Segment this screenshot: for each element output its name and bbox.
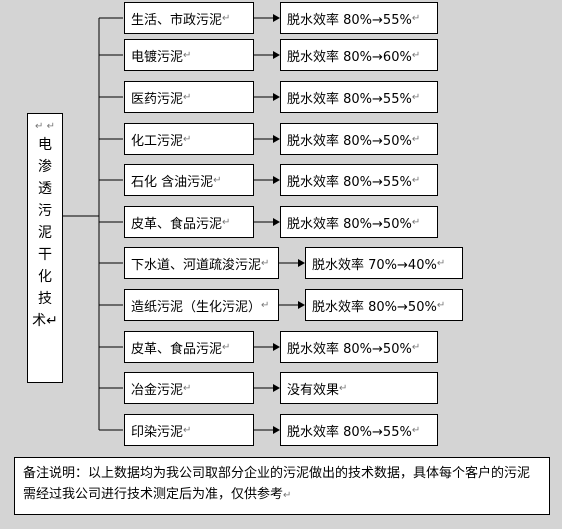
arrow-head-icon <box>298 301 305 309</box>
category-box: 电镀污泥↵ <box>124 39 254 71</box>
category-label: 皮革、食品污泥 <box>131 216 223 232</box>
root-node-electroosmosis: ↵ ↵ 电渗透污泥干化技术↵ <box>27 113 63 383</box>
root-label-char: 化 <box>38 269 52 285</box>
root-label-char: 透 <box>38 181 52 197</box>
result-label: 脱水效率 80%→55% <box>287 12 412 28</box>
paragraph-mark-icon: ↵ <box>411 216 421 228</box>
category-label: 石化 含油污泥 <box>131 174 214 190</box>
category-box: 医药污泥↵ <box>124 81 254 113</box>
category-box: 皮革、食品污泥↵ <box>124 206 254 238</box>
arrow-head-icon <box>273 14 280 22</box>
result-box: 脱水效率 80%→50%↵ <box>280 123 438 155</box>
category-label: 电镀污泥 <box>131 49 184 65</box>
paragraph-mark-icon: ↵ <box>436 257 446 269</box>
category-box: 皮革、食品污泥↵ <box>124 331 254 363</box>
category-label: 下水道、河道疏浚污泥 <box>131 257 262 273</box>
paragraph-mark-icon: ↵ <box>339 382 348 394</box>
remark-text: 备注说明：以上数据均为我公司取部分企业的污泥做出的技术数据，具体每个客户的污泥需… <box>23 466 531 502</box>
paragraph-mark-icon: ↵ <box>183 91 192 103</box>
arrow-head-icon <box>273 384 280 392</box>
category-box: 造纸污泥（生化污泥）↵ <box>124 289 279 321</box>
result-box: 脱水效率 80%→55%↵ <box>280 81 438 113</box>
paragraph-mark-icon: ↵ <box>222 216 231 228</box>
paragraph-mark-icon: ↵ <box>183 133 192 145</box>
category-box: 生活、市政污泥↵ <box>124 2 254 34</box>
arrow-head-icon <box>273 51 280 59</box>
result-label: 脱水效率 80%→50% <box>287 133 412 149</box>
paragraph-mark-icon: ↵ <box>183 424 192 436</box>
arrow-head-icon <box>273 93 280 101</box>
paragraph-mark-icon: ↵ <box>411 341 421 353</box>
paragraph-mark-icon: ↵ <box>213 174 222 186</box>
root-label-char: 泥 <box>38 225 52 241</box>
paragraph-mark-icon: ↵ <box>183 49 192 61</box>
result-box: 没有效果↵ <box>280 372 438 404</box>
result-label: 脱水效率 80%→55% <box>287 424 412 440</box>
paragraph-mark-icon: ↵ <box>261 257 270 269</box>
category-label: 化工污泥 <box>131 133 184 149</box>
category-label: 冶金污泥 <box>131 382 184 398</box>
paragraph-mark-icon: ↵ <box>222 12 231 24</box>
root-label-char: 干 <box>38 247 52 263</box>
paragraph-mark-icon: ↵ <box>183 382 192 394</box>
category-label: 皮革、食品污泥 <box>131 341 223 357</box>
result-label: 脱水效率 80%→50% <box>312 299 437 315</box>
result-box: 脱水效率 80%→60%↵ <box>280 39 438 71</box>
result-label: 脱水效率 80%→50% <box>287 341 412 357</box>
category-label: 生活、市政污泥 <box>131 12 223 28</box>
paragraph-mark-icon: ↵ <box>411 12 421 24</box>
result-label: 脱水效率 80%→55% <box>287 91 412 107</box>
result-box: 脱水效率 80%→50%↵ <box>280 206 438 238</box>
category-box: 化工污泥↵ <box>124 123 254 155</box>
paragraph-mark-icon: ↵ <box>436 299 446 311</box>
paragraph-mark-icon: ↵ <box>411 133 421 145</box>
root-label-char: 术↵ <box>32 313 58 329</box>
arrow-head-icon <box>298 259 305 267</box>
result-box: 脱水效率 80%→55%↵ <box>280 2 438 34</box>
result-box: 脱水效率 80%→50%↵ <box>280 331 438 363</box>
arrow-head-icon <box>273 135 280 143</box>
arrow-head-icon <box>273 426 280 434</box>
category-box: 冶金污泥↵ <box>124 372 254 404</box>
paragraph-mark-icon: ↵ <box>411 49 421 61</box>
arrow-head-icon <box>273 343 280 351</box>
paragraph-mark-icon: ↵ <box>411 424 421 436</box>
paragraph-mark-icon: ↵ <box>222 341 231 353</box>
paragraph-mark-icon: ↵ <box>261 299 270 311</box>
result-label: 脱水效率 80%→55% <box>287 174 412 190</box>
category-label: 造纸污泥（生化污泥） <box>131 299 262 315</box>
root-label-char: 污 <box>38 203 52 219</box>
category-label: 印染污泥 <box>131 424 184 440</box>
paragraph-mark-icon: ↵ <box>283 490 292 501</box>
root-label-char: 电 <box>38 137 52 153</box>
category-box: 印染污泥↵ <box>124 414 254 446</box>
result-box: 脱水效率 80%→50%↵ <box>305 289 463 321</box>
paragraph-mark-icon: ↵ <box>411 174 421 186</box>
result-label: 没有效果 <box>287 382 340 398</box>
root-label-char: 技 <box>38 291 52 307</box>
result-label: 脱水效率 80%→60% <box>287 49 412 65</box>
remark-note: 备注说明：以上数据均为我公司取部分企业的污泥做出的技术数据，具体每个客户的污泥需… <box>14 457 550 515</box>
result-label: 脱水效率 70%→40% <box>312 257 437 273</box>
arrow-head-icon <box>273 176 280 184</box>
arrow-head-icon <box>273 218 280 226</box>
category-label: 医药污泥 <box>131 91 184 107</box>
category-box: 下水道、河道疏浚污泥↵ <box>124 247 279 279</box>
paragraph-mark-icon: ↵ <box>411 91 421 103</box>
result-box: 脱水效率 70%→40%↵ <box>305 247 463 279</box>
result-box: 脱水效率 80%→55%↵ <box>280 414 438 446</box>
result-label: 脱水效率 80%→50% <box>287 216 412 232</box>
category-box: 石化 含油污泥↵ <box>124 164 254 196</box>
result-box: 脱水效率 80%→55%↵ <box>280 164 438 196</box>
root-label-char: 渗 <box>38 159 52 175</box>
root-paragraph-marks: ↵ ↵ <box>35 121 55 132</box>
